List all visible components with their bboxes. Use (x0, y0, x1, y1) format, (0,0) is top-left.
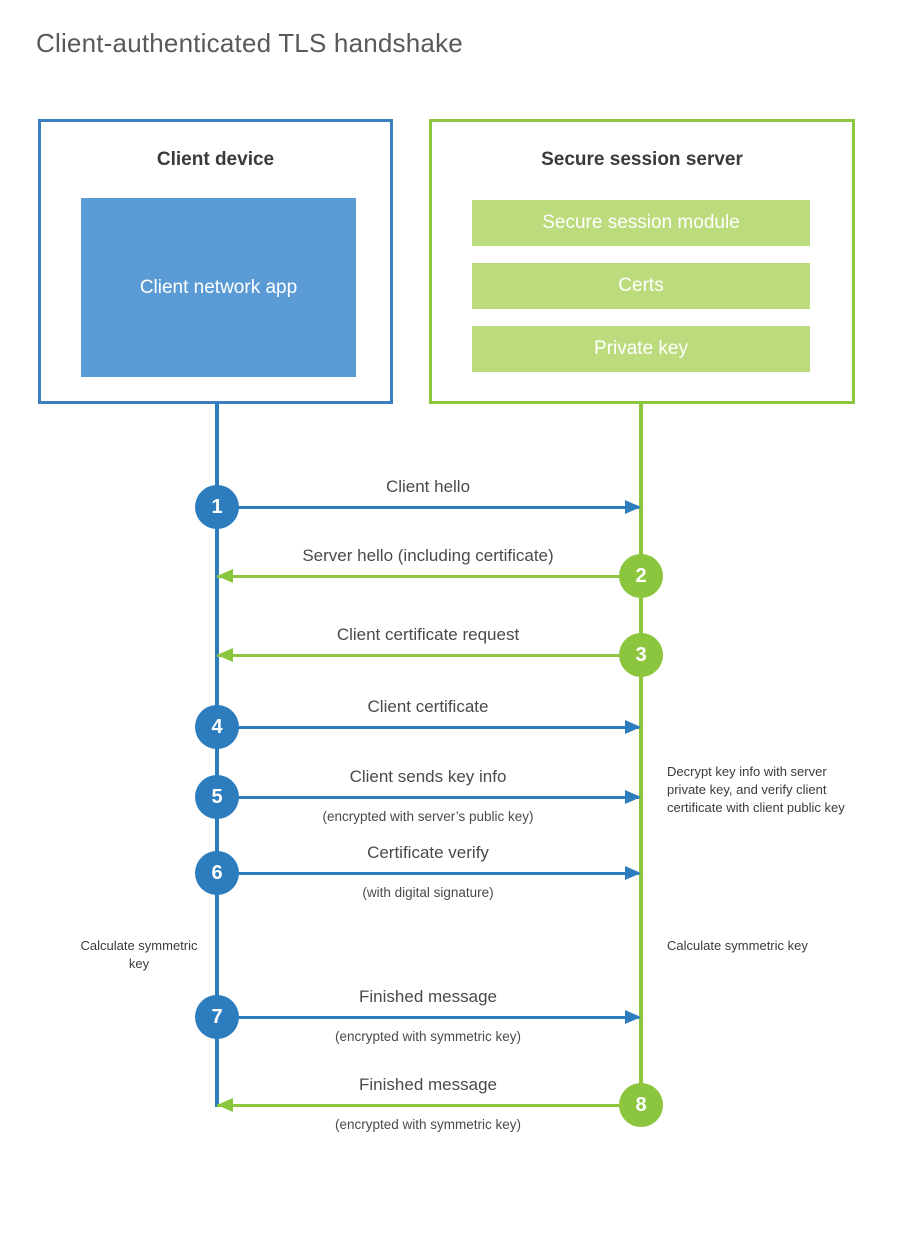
message-label-6: Certificate verify (367, 843, 489, 862)
server-lifeline (639, 404, 643, 1106)
arrow-head-3 (217, 648, 233, 662)
step-circle-4: 4 (195, 705, 239, 749)
annotation-server-decrypt: Decrypt key info with server private key… (667, 764, 845, 815)
annotation-client-calculate: Calculate symmetric key (80, 938, 198, 971)
arrow-head-5 (625, 790, 641, 804)
step-circle-6: 6 (195, 851, 239, 895)
step-circle-1: 1 (195, 485, 239, 529)
message-label-3: Client certificate request (336, 625, 520, 644)
message-label-2: Server hello (including certificate) (302, 546, 554, 565)
arrow-head-6 (625, 866, 641, 880)
message-sublabel-8: (encrypted with symmetric key) (334, 1117, 522, 1132)
arrow-line-3 (217, 654, 639, 657)
arrow-line-2 (217, 575, 639, 578)
secure-session-server-title: Secure session server (541, 149, 743, 170)
arrow-line-1 (217, 506, 639, 509)
page-title: Client-authenticated TLS handshake (36, 28, 463, 58)
client-device-title: Client device (156, 149, 275, 170)
message-sublabel-7: (encrypted with symmetric key) (334, 1029, 522, 1044)
arrow-line-6 (217, 872, 639, 875)
arrow-head-2 (217, 569, 233, 583)
arrow-line-5 (217, 796, 639, 799)
step-circle-8: 8 (619, 1083, 663, 1127)
step-circle-2: 2 (619, 554, 663, 598)
message-sublabel-6: (with digital signature) (362, 885, 494, 900)
arrow-line-8 (217, 1104, 639, 1107)
client-network-app-box: Client network app (81, 198, 356, 377)
secure-session-server-box: Secure session server Secure session mod… (429, 119, 855, 404)
step-circle-3: 3 (619, 633, 663, 677)
message-label-7: Finished message (359, 987, 497, 1006)
arrow-line-4 (217, 726, 639, 729)
annotation-server-calculate: Calculate symmetric key (667, 938, 808, 953)
message-label-1: Client hello (385, 477, 471, 496)
server-component-private-key: Private key (472, 326, 810, 372)
arrow-head-1 (625, 500, 641, 514)
server-component-certs: Certs (472, 263, 810, 309)
client-device-box: Client device Client network app (38, 119, 393, 404)
arrow-head-7 (625, 1010, 641, 1024)
server-component-secure-session-module: Secure session module (472, 200, 810, 246)
step-circle-5: 5 (195, 775, 239, 819)
step-circle-7: 7 (195, 995, 239, 1039)
message-label-5: Client sends key info (349, 767, 507, 786)
message-label-8: Finished message (359, 1075, 497, 1094)
arrow-line-7 (217, 1016, 639, 1019)
message-label-4: Client certificate (367, 697, 489, 716)
arrow-head-4 (625, 720, 641, 734)
arrow-head-8 (217, 1098, 233, 1112)
client-lifeline (215, 404, 219, 1107)
message-sublabel-5: (encrypted with server’s public key) (322, 809, 534, 824)
